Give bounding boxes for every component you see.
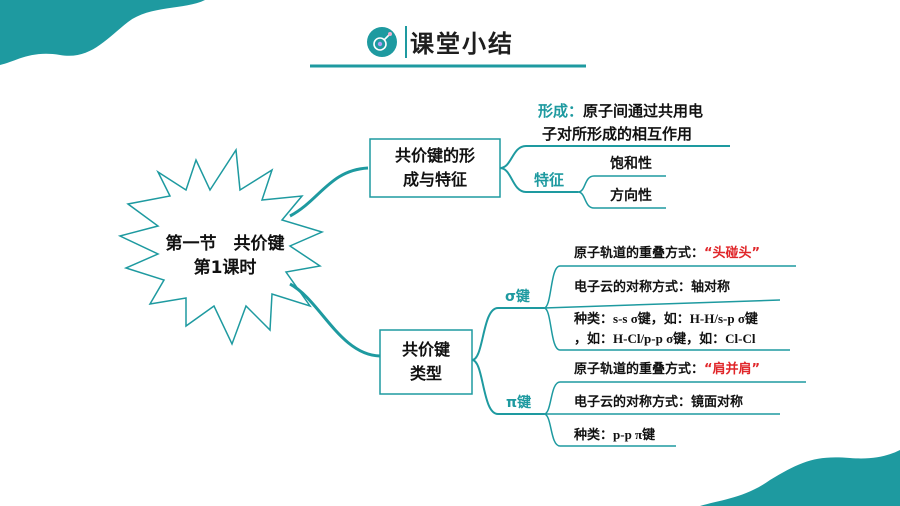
sigma-overlap: 原子轨道的重叠方式：“头碰头” bbox=[574, 244, 760, 264]
sigma-overlap-value: “头碰头” bbox=[704, 246, 761, 261]
pi-overlap-value: “肩并肩” bbox=[704, 362, 761, 377]
sigma-label: σ键 bbox=[505, 289, 530, 305]
box-top-outline bbox=[369, 138, 501, 198]
connector-formation bbox=[499, 145, 730, 169]
feature-direction: 方向性 bbox=[610, 188, 652, 204]
sigma-symmetry: 电子云的对称方式：轴对称 bbox=[574, 280, 731, 295]
sigma-overlap-prefix: 原子轨道的重叠方式： bbox=[574, 246, 705, 261]
pi-overlap-prefix: 原子轨道的重叠方式： bbox=[574, 362, 705, 377]
sigma-kinds-prefix: 种类： bbox=[574, 312, 614, 327]
starburst-shape bbox=[117, 147, 325, 346]
pi-kinds-rest: p-p π键 bbox=[613, 427, 656, 442]
corner-wave-top-left bbox=[0, 0, 205, 65]
line-pi-overlap bbox=[543, 381, 806, 415]
feature-saturation: 饱和性 bbox=[610, 156, 652, 172]
connector-sigma bbox=[471, 307, 544, 361]
center-line1: 第一节 共价键 bbox=[165, 234, 285, 254]
connector-top bbox=[289, 166, 369, 218]
formation-label: 形成： bbox=[538, 102, 584, 120]
corner-wave-bottom-right bbox=[700, 450, 900, 506]
box-top-label: 共价键的形 成与特征 bbox=[370, 144, 500, 192]
pi-label: π键 bbox=[506, 395, 532, 411]
flask-gear-icon bbox=[373, 32, 392, 51]
box-bottom-outline bbox=[379, 329, 473, 395]
center-title: 第一节 共价键 第1课时 bbox=[150, 232, 300, 280]
line-sigma-kinds bbox=[543, 307, 790, 351]
connector-saturation bbox=[577, 175, 666, 193]
connector-pi bbox=[471, 359, 544, 415]
box-bottom-line1: 共价键 bbox=[401, 340, 450, 359]
sigma-kinds-2: ，如：H-Cl/p-p σ键，如：Cl-Cl bbox=[574, 331, 756, 346]
sigma-kinds-1: 种类：s-s σ键，如：H-H/s-p σ键 bbox=[574, 309, 758, 330]
box-top-line2: 成与特征 bbox=[402, 170, 467, 189]
connector-direction bbox=[577, 191, 666, 209]
connector-features bbox=[499, 167, 578, 193]
line-sigma-overlap bbox=[543, 265, 796, 309]
pi-symmetry: 电子云的对称方式：镜面对称 bbox=[574, 395, 744, 410]
pi-kinds: 种类：p-p π键 bbox=[574, 425, 655, 446]
connector-bottom bbox=[289, 282, 381, 358]
formation-text-1: 原子间通过共用电 bbox=[583, 102, 704, 120]
line-pi-kinds bbox=[543, 413, 676, 447]
features-label: 特征 bbox=[534, 171, 565, 189]
pi-kinds-prefix: 种类： bbox=[574, 428, 614, 443]
box-bottom-label: 共价键 类型 bbox=[380, 338, 472, 386]
sigma-kinds-rest: s-s σ键，如：H-H/s-p σ键 bbox=[613, 311, 758, 326]
formation-row-1: 形成：原子间通过共用电 bbox=[538, 101, 703, 121]
box-bottom-line2: 类型 bbox=[409, 364, 442, 383]
page-title: 课堂小结 bbox=[410, 30, 514, 58]
line-sigma-symmetry bbox=[543, 299, 781, 309]
formation-text-2: 子对所形成的相互作用 bbox=[542, 125, 693, 143]
box-top-line1: 共价键的形 bbox=[394, 146, 475, 165]
pi-overlap: 原子轨道的重叠方式：“肩并肩” bbox=[574, 360, 760, 380]
center-line2: 第1课时 bbox=[193, 258, 257, 278]
